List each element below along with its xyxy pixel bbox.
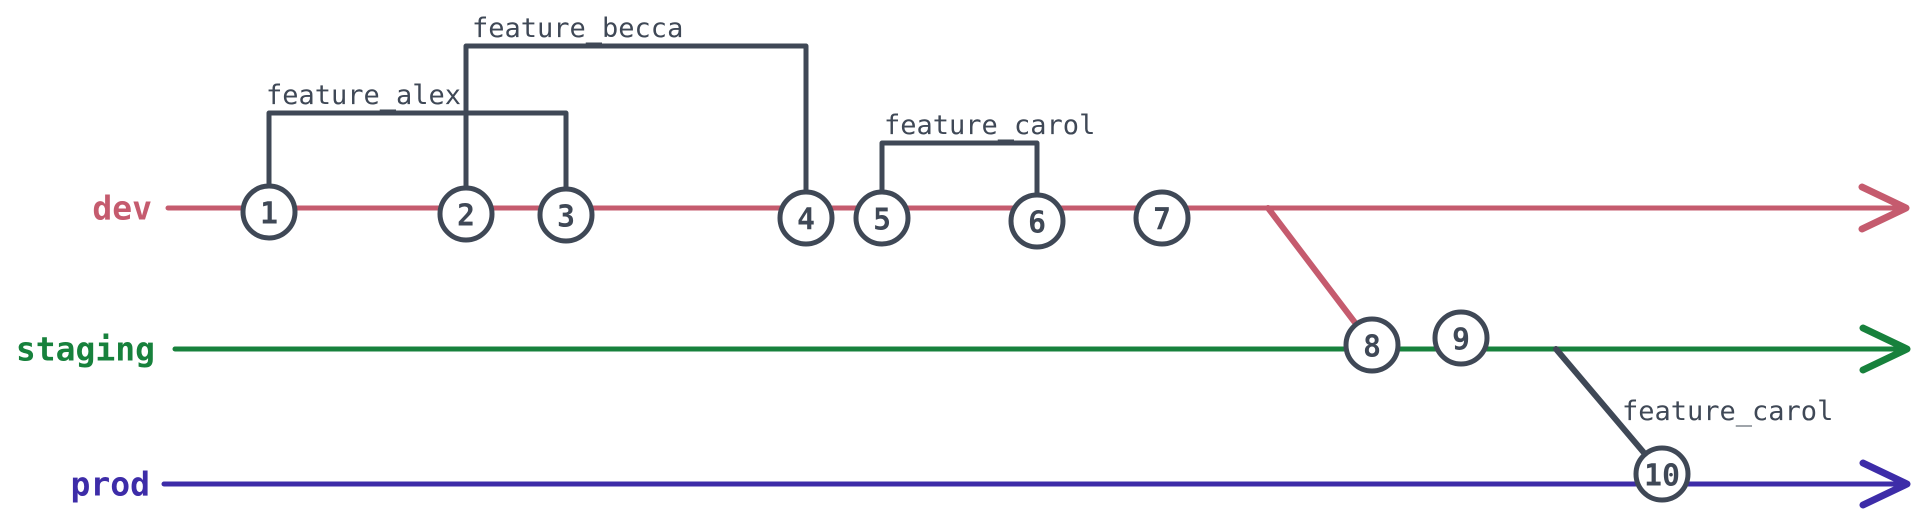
branch-label-prod: prod	[71, 465, 150, 504]
feature-bracket-feature_becca	[463, 43, 809, 201]
branch-arrow-icon-staging	[1859, 324, 1911, 374]
commit-label-7: 7	[1153, 203, 1171, 238]
feature-bracket-feature_alex	[266, 110, 569, 198]
commit-label-4: 4	[797, 203, 815, 238]
merge-edge-label-staging-to-prod-10: feature_carol	[1622, 396, 1833, 427]
feature-label-feature_alex: feature_alex	[266, 80, 461, 111]
commit-label-5: 5	[873, 203, 891, 238]
commit-node-8	[1343, 316, 1401, 374]
commit-label-9: 9	[1452, 323, 1470, 358]
commit-node-4	[777, 189, 835, 247]
commit-label-8: 8	[1363, 330, 1381, 365]
commit-label-1: 1	[260, 197, 278, 232]
commit-label-6: 6	[1028, 206, 1046, 241]
commit-node-10	[1633, 445, 1691, 503]
commit-node-2	[437, 185, 495, 243]
commit-node-3	[537, 186, 595, 244]
feature-label-feature_carol: feature_carol	[884, 110, 1095, 141]
commit-label-2: 2	[457, 199, 475, 234]
feature-label-feature_becca: feature_becca	[472, 13, 683, 44]
commit-node-7	[1133, 189, 1191, 247]
commit-node-1	[240, 183, 298, 241]
commit-label-10: 10	[1644, 459, 1680, 494]
branch-label-staging: staging	[16, 330, 155, 369]
commit-node-5	[853, 189, 911, 247]
commit-label-3: 3	[557, 200, 575, 235]
commit-node-9	[1432, 309, 1490, 367]
merge-edge-dev-to-staging-8	[1265, 205, 1375, 348]
branch-arrow-icon-prod	[1859, 459, 1911, 509]
branch-arrow-icon-dev	[1858, 183, 1910, 233]
commit-node-6	[1008, 192, 1066, 250]
branch-label-dev: dev	[92, 189, 152, 228]
feature-bracket-feature_carol	[879, 140, 1040, 204]
